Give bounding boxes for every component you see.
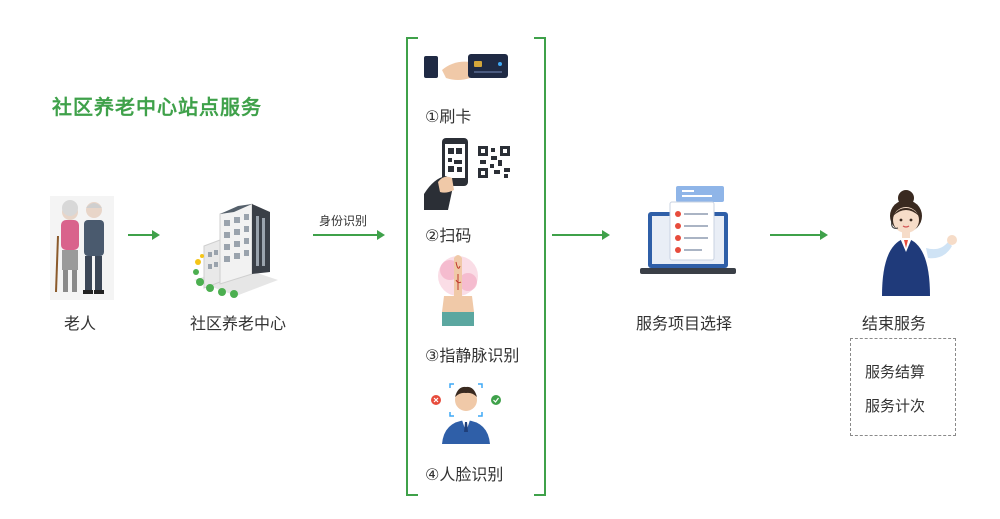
diagram-title: 社区养老中心站点服务 bbox=[52, 95, 262, 119]
method-card-label: ①刷卡 bbox=[425, 107, 472, 126]
service-selection-label: 服务项目选择 bbox=[636, 314, 733, 333]
end-options-box: 服务结算 服务计次 bbox=[850, 338, 956, 436]
elderly-couple-icon bbox=[50, 196, 114, 300]
face-recognition-icon bbox=[428, 382, 504, 444]
end-service-label: 结束服务 bbox=[862, 314, 927, 333]
option-count: 服务计次 bbox=[865, 397, 926, 415]
qr-scan-icon bbox=[424, 138, 514, 210]
service-selection-laptop-icon bbox=[640, 182, 736, 276]
arrow-center-to-identification bbox=[313, 230, 385, 240]
identity-verification-label: 身份识别 bbox=[319, 214, 368, 228]
service-staff-icon bbox=[868, 186, 960, 296]
method-face-label: ④人脸识别 bbox=[425, 465, 504, 484]
methods-bracket-right bbox=[534, 37, 546, 496]
community-building-icon bbox=[190, 200, 282, 300]
arrow-elderly-to-center bbox=[128, 230, 160, 240]
arrow-identification-to-selection bbox=[552, 230, 610, 240]
finger-vein-icon bbox=[428, 252, 488, 326]
option-settlement: 服务结算 bbox=[865, 363, 926, 381]
method-finger-vein-label: ③指静脉识别 bbox=[425, 346, 520, 365]
arrow-selection-to-end bbox=[770, 230, 828, 240]
elderly-label: 老人 bbox=[64, 314, 97, 333]
card-swipe-icon bbox=[424, 52, 510, 84]
method-qr-label: ②扫码 bbox=[425, 226, 472, 245]
community-center-label: 社区养老中心 bbox=[190, 314, 287, 333]
methods-bracket-left bbox=[406, 37, 418, 496]
